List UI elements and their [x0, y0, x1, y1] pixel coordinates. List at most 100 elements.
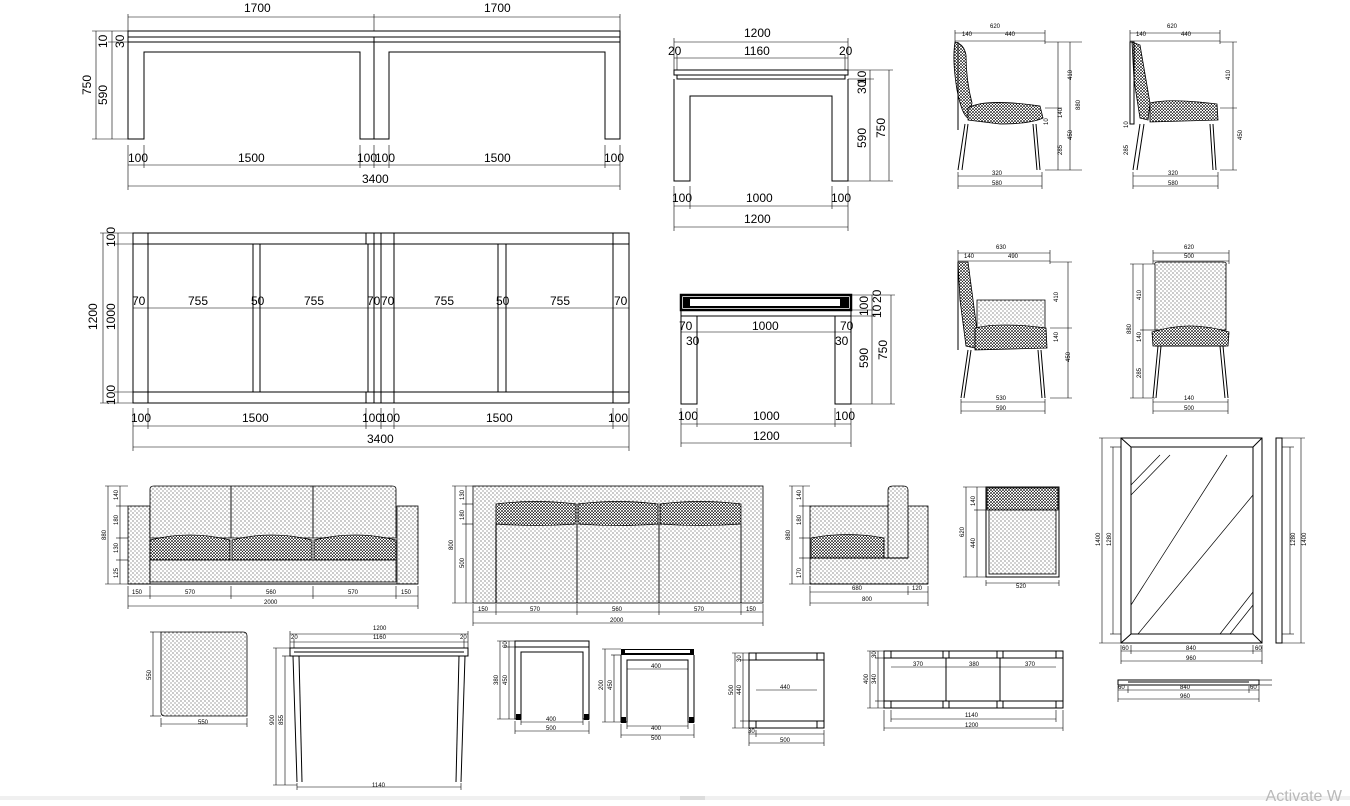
dim-text: 755	[550, 294, 570, 308]
console-table-elevation: 1200 20 1160 20 900 855 1140	[270, 626, 469, 790]
dim-text: 880	[1127, 323, 1133, 334]
dim-text: 1200	[86, 303, 100, 330]
dim-text: 1200	[373, 626, 387, 632]
mirror-plan: 60 840 60 960	[1117, 679, 1272, 702]
dim-text: 400	[651, 726, 662, 732]
dim-text: 60	[1255, 646, 1262, 652]
dim-text: 100	[672, 191, 692, 205]
dim-text: 1000	[753, 409, 780, 423]
dim-text: 140	[1054, 331, 1060, 342]
dim-text: 100	[608, 411, 628, 425]
dim-text: 410	[1054, 291, 1060, 302]
dim-text: 500	[729, 684, 735, 695]
dim-text: 285	[1058, 144, 1064, 155]
dim-text: 3400	[362, 172, 389, 186]
dim-text: 1280	[1291, 532, 1297, 546]
dim-text: 750	[80, 75, 94, 95]
dim-text: 30	[855, 80, 869, 94]
dim-text: 140	[797, 489, 803, 500]
side-table-section: 70 1000 70 30 30 20 100 10 750 590 100 1…	[678, 289, 895, 447]
dim-text: 450	[1238, 129, 1244, 140]
dim-text: 755	[188, 294, 208, 308]
dim-text: 755	[434, 294, 454, 308]
scroll-indicator[interactable]	[680, 796, 705, 800]
dim-text: 550	[147, 669, 153, 680]
dim-text: 30	[872, 651, 878, 658]
dim-text: 440	[780, 685, 791, 691]
dim-text: 140	[1137, 331, 1143, 342]
dim-text: 285	[1124, 144, 1130, 155]
stool-elevation-1: 60 380 450 400 500	[494, 640, 590, 734]
side-table-small: 440 30 440 500 30 500	[729, 652, 825, 746]
dim-text: 880	[786, 529, 792, 540]
dim-text: 450	[1068, 129, 1074, 140]
dim-text: 550	[198, 720, 209, 726]
dim-text: 450	[1066, 351, 1072, 362]
dim-text: 150	[132, 590, 143, 596]
dim-text: 150	[746, 607, 757, 613]
dim-text: 20	[460, 635, 467, 641]
dim-text: 500	[1184, 406, 1195, 412]
sofa-front-view: 150 570 560 570 150 2000 140 180 880 130…	[102, 485, 419, 609]
chair-side-view-2: 620 140 440 410 450 285 10 320 580	[1124, 24, 1244, 189]
dim-text: 180	[797, 514, 803, 525]
dim-text: 590	[857, 348, 871, 368]
chair-side-view-3: 630 140 490 410 140 450 530 590	[957, 245, 1072, 414]
dim-text: 60	[1122, 646, 1129, 652]
sofa-back-view: 150 570 560 570 150 2000 130 180 800 500	[449, 485, 764, 626]
dim-text: 130	[114, 542, 120, 553]
dim-text: 70	[679, 319, 693, 333]
dim-text: 620	[990, 24, 1001, 30]
dim-text: 900	[270, 714, 276, 725]
dim-text: 10	[855, 70, 869, 84]
dim-text: 100	[857, 296, 871, 316]
dim-text: 10	[96, 34, 110, 48]
dim-text: 3400	[367, 432, 394, 446]
dim-text: 500	[651, 736, 662, 742]
dim-text: 1700	[484, 1, 511, 15]
dim-text: 140	[1058, 107, 1064, 118]
dim-text: 20	[870, 289, 884, 303]
dim-text: 180	[460, 509, 466, 520]
dim-text: 1200	[744, 26, 771, 40]
dim-text: 320	[992, 171, 1003, 177]
dim-text: 410	[1068, 69, 1074, 80]
dim-text: 590	[855, 128, 869, 148]
dim-text: 30	[686, 334, 700, 348]
dim-text: 580	[992, 181, 1003, 187]
dim-text: 100	[362, 411, 382, 425]
dim-text: 120	[912, 586, 923, 592]
dim-text: 2000	[610, 618, 624, 624]
dim-text: 1160	[744, 44, 770, 58]
dim-text: 10	[870, 304, 884, 318]
dim-text: 590	[996, 406, 1007, 412]
dim-text: 1500	[486, 411, 513, 425]
dim-text: 20	[668, 44, 682, 58]
dim-text: 530	[996, 396, 1007, 402]
dim-text: 500	[546, 726, 557, 732]
armchair-front-view: 680 120 800 140 180 880 170	[786, 485, 929, 606]
dim-text: 285	[1137, 367, 1143, 378]
dim-text: 1700	[244, 1, 271, 15]
dim-text: 1000	[746, 191, 773, 205]
dim-text: 1000	[752, 319, 779, 333]
dim-text: 490	[1008, 254, 1019, 260]
dim-text: 100	[375, 151, 395, 165]
dim-text: 755	[304, 294, 324, 308]
dim-text: 70	[840, 319, 854, 333]
dim-text: 560	[266, 590, 277, 596]
dim-text: 130	[460, 489, 466, 500]
ottoman-plan: 520 140 620 440	[960, 486, 1060, 590]
dim-text: 570	[694, 607, 705, 613]
side-table-elevation: 1200 20 1160 20 10 30 750 590 100 1000 1…	[668, 26, 893, 231]
dim-text: 450	[503, 674, 509, 685]
dim-text: 70	[614, 294, 628, 308]
dim-text: 340	[872, 673, 878, 684]
dim-text: 50	[251, 294, 265, 308]
dim-text: 380	[969, 662, 980, 668]
dim-text: 1200	[744, 212, 771, 226]
dim-text: 750	[876, 340, 890, 360]
dim-text: 10	[1124, 121, 1130, 128]
dim-text: 1400	[1096, 532, 1102, 546]
dim-text: 410	[1226, 69, 1232, 80]
